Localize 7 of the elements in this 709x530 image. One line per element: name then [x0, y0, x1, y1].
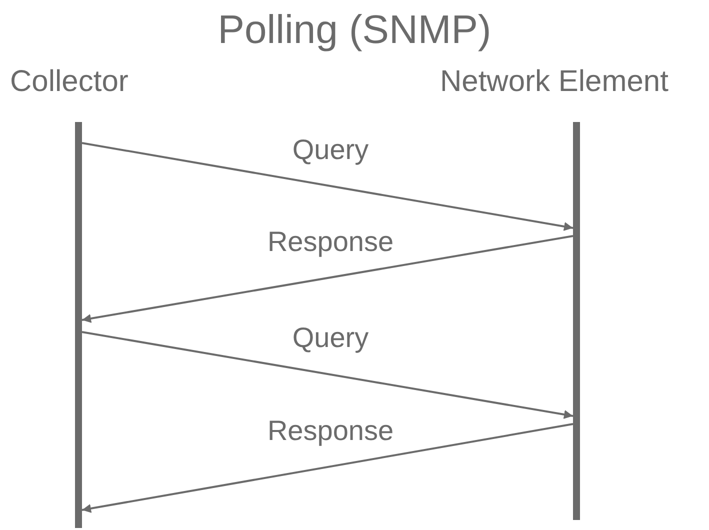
- message-arrow: [82, 235, 574, 323]
- message-arrow: [82, 423, 574, 513]
- message-arrow: [82, 142, 574, 231]
- title: Polling (SNMP): [216, 8, 492, 53]
- participant-name: Collector: [10, 65, 128, 99]
- message-arrow: [82, 331, 574, 419]
- participant-name: Network Element: [440, 65, 668, 99]
